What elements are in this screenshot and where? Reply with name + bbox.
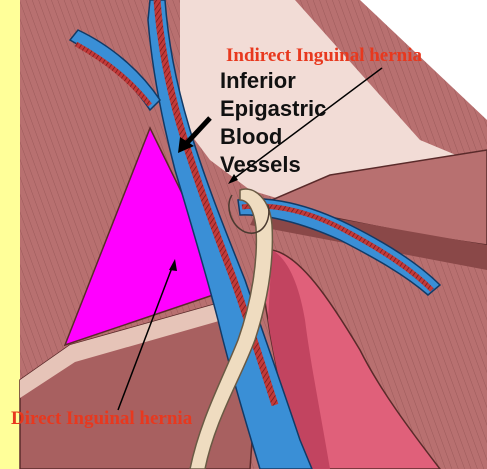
deep-ring xyxy=(228,194,270,234)
vas-deferens-cord xyxy=(189,188,274,469)
direct-pointer-line xyxy=(117,259,177,411)
direct-hernia-label: Direct Inguinal hernia xyxy=(11,408,193,429)
vessels-label-line3: Blood xyxy=(220,124,283,149)
vessels-label-line2: Epigastric xyxy=(220,96,327,121)
spermatic-shadow xyxy=(268,250,330,469)
vessels-label-line4: Vessels xyxy=(220,152,301,177)
muscle-edge xyxy=(20,300,240,398)
side-bar xyxy=(0,0,20,469)
indirect-pointer-line xyxy=(228,67,383,184)
arrow-icon xyxy=(178,116,212,153)
artery-branch-right xyxy=(241,203,434,292)
indirect-hernia-label: Indirect Inguinal hernia xyxy=(226,45,423,66)
artery-branch-left xyxy=(74,41,152,107)
vessels-label-line1: Inferior xyxy=(220,68,296,93)
